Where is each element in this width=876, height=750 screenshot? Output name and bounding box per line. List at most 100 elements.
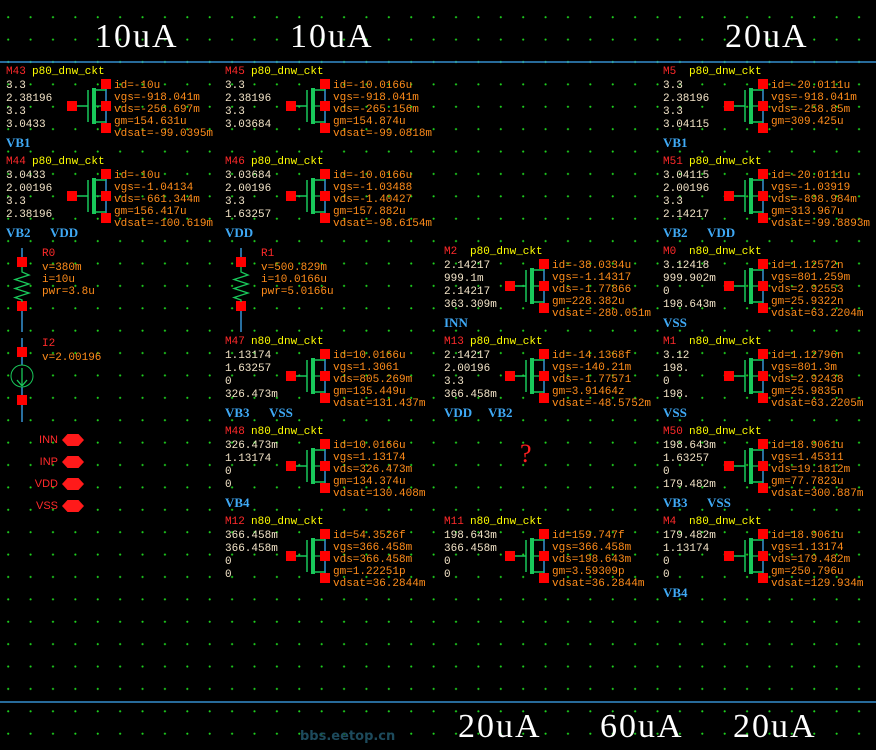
device-m11-name: M11: [444, 516, 464, 528]
device-m47-node-gate: 1.63257: [225, 363, 272, 375]
pin-vdd[interactable]: VDD: [30, 478, 84, 490]
device-m12-node-bulk: 0: [225, 556, 232, 568]
question-annotation: ?: [520, 439, 532, 468]
device-m46-model: p80_dnw_ckt: [251, 156, 324, 168]
net-label-inn[interactable]: INN: [444, 315, 468, 330]
device-m45-node-bottom: 3.03684: [225, 119, 272, 131]
device-m47-param: vgs=1.3061: [333, 362, 400, 374]
device-m13-node-gate: 2.00196: [444, 363, 491, 375]
net-label-vss[interactable]: VSS: [269, 405, 293, 420]
device-m48-param: vdsat=130.408m: [333, 488, 426, 500]
device-m11-param: vgs=366.458m: [552, 542, 632, 554]
device-m0-node-bulk: 0: [663, 286, 670, 298]
net-label-vb2[interactable]: VB2: [663, 225, 688, 240]
device-m13-param: vdsat=-48.5752m: [552, 398, 652, 410]
device-m12-param: id=54.3526f: [333, 530, 406, 542]
device-m5-name: M5: [663, 66, 677, 78]
resistor-param: pwr=3.8u: [42, 286, 95, 298]
net-label-vb4[interactable]: VB4: [225, 495, 250, 510]
pin-pad: [724, 191, 734, 201]
pin-pad: [17, 347, 27, 357]
pin-inp[interactable]: INP: [30, 456, 84, 468]
pin-pad: [101, 169, 111, 179]
pin-pad: [320, 79, 330, 89]
device-m48-node-bulk: 0: [225, 466, 232, 478]
device-m2-param: vdsat=-280.051m: [552, 308, 652, 320]
device-m47-name: M47: [225, 336, 245, 348]
net-label-vss[interactable]: VSS: [707, 495, 731, 510]
net-label-vb3[interactable]: VB3: [663, 495, 688, 510]
current-label-m4: 20uA: [733, 708, 817, 745]
device-m44-param: id=-10u: [114, 170, 161, 182]
pin-pad: [320, 213, 330, 223]
pin-pad: [724, 551, 734, 561]
pin-pad: [724, 281, 734, 291]
device-m13-node-top: 2.14217: [444, 350, 491, 362]
pin-pad: [320, 191, 330, 201]
device-m45-param: id=-10.0166u: [333, 80, 413, 92]
pin-pad: [505, 551, 515, 561]
device-m43-name: M43: [6, 66, 26, 78]
net-label-vb1[interactable]: VB1: [663, 135, 688, 150]
device-m12-node-gate: 366.458m: [225, 543, 278, 555]
net-label-vss[interactable]: VSS: [663, 405, 687, 420]
net-label-vss[interactable]: VSS: [663, 315, 687, 330]
pin-pad: [236, 301, 246, 311]
pin-hexagon-icon: [62, 456, 84, 468]
net-label-vb2[interactable]: VB2: [6, 225, 31, 240]
device-m46-node-gate: 2.00196: [225, 183, 272, 195]
pin-pad: [539, 303, 549, 313]
device-m47-node-bottom: 326.473m: [225, 389, 278, 401]
device-m12-param: gm=1.22251p: [333, 566, 406, 578]
net-label-vdd[interactable]: VDD: [225, 225, 254, 240]
current-label-m45-m46: 10uA: [290, 18, 374, 55]
pin-pad: [320, 169, 330, 179]
device-m0-model: n80_dnw_ckt: [689, 246, 762, 258]
device-m0-node-top: 3.12418: [663, 260, 710, 272]
net-label-vdd[interactable]: VDD: [444, 405, 473, 420]
resistor-name: R0: [42, 248, 56, 260]
net-label-vdd[interactable]: VDD: [50, 225, 79, 240]
pin-pad: [724, 101, 734, 111]
current-source-param: v=2.00196: [42, 352, 102, 364]
device-m50-node-bulk: 0: [663, 466, 670, 478]
pin-pad: [539, 529, 549, 539]
net-label-vb3[interactable]: VB3: [225, 405, 250, 420]
device-m0-param: vgs=801.259m: [771, 272, 851, 284]
net-label-vb1[interactable]: VB1: [6, 135, 31, 150]
device-m0-param: vdsat=63.2204m: [771, 308, 864, 320]
device-m1-name: M1: [663, 336, 677, 348]
device-m50-param: vdsat=300.887m: [771, 488, 864, 500]
net-label-vb2[interactable]: VB2: [488, 405, 513, 420]
device-m12-node-bottom: 0: [225, 569, 232, 581]
resistor-symbol: [231, 267, 251, 302]
pin-pad: [724, 461, 734, 471]
device-m1-node-top: 3.12: [663, 350, 690, 362]
resistor-name: R1: [261, 248, 275, 260]
device-m2-node-bottom: 363.309m: [444, 299, 497, 311]
device-m43-node-top: 3.3: [6, 80, 26, 92]
net-label-vb4[interactable]: VB4: [663, 585, 688, 600]
device-m1-param: vgs=801.3m: [771, 362, 838, 374]
resistor-param: v=380m: [42, 262, 82, 274]
device-m50-node-top: 198.643m: [663, 440, 716, 452]
pin-pad: [758, 529, 768, 539]
pin-pad: [101, 101, 111, 111]
device-m50-model: n80_dnw_ckt: [689, 426, 762, 438]
net-label-vdd[interactable]: VDD: [707, 225, 736, 240]
pin-label: INP: [39, 456, 58, 468]
device-m50-param: vds=19.1812m: [771, 464, 851, 476]
pin-pad: [539, 573, 549, 583]
pin-hexagon-icon: [62, 500, 84, 512]
device-m11-node-gate: 366.458m: [444, 543, 497, 555]
pin-inn[interactable]: INN: [30, 434, 84, 446]
device-m44-node-bulk: 3.3: [6, 196, 26, 208]
device-m1-model: n80_dnw_ckt: [689, 336, 762, 348]
device-m11-param: vds=198.643m: [552, 554, 632, 566]
device-m47-param: gm=135.449u: [333, 386, 406, 398]
pin-pad: [724, 371, 734, 381]
pin-pad: [67, 191, 77, 201]
pin-pad: [758, 213, 768, 223]
pin-vss[interactable]: VSS: [30, 500, 84, 512]
